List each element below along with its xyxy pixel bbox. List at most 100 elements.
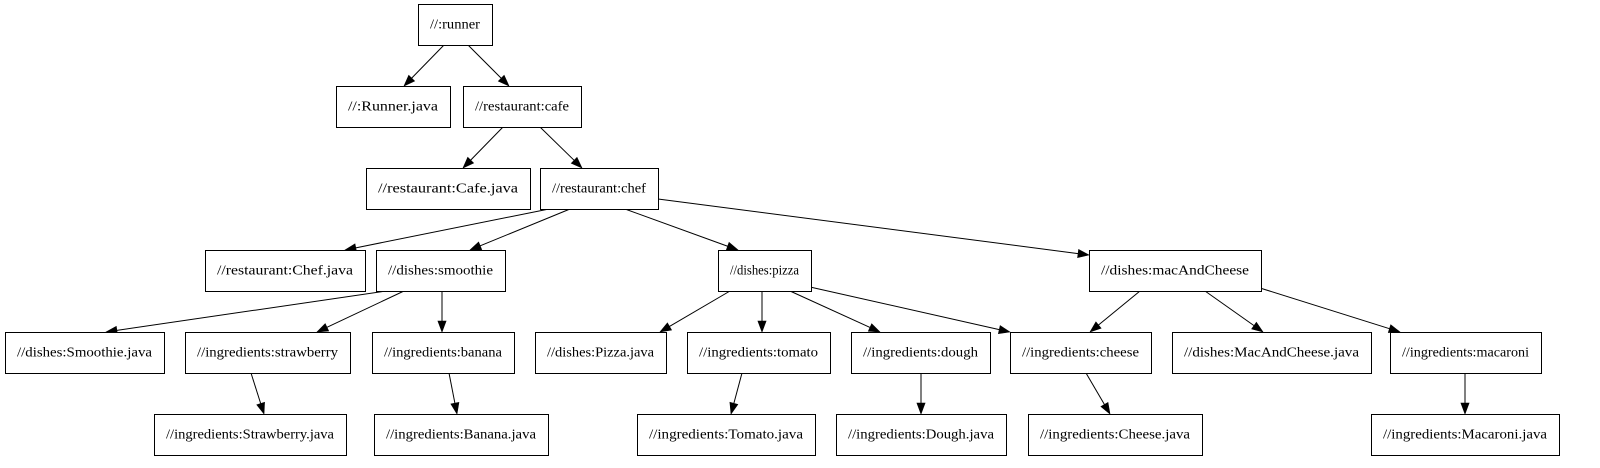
- graph-edge: [1204, 290, 1264, 333]
- node-box[interactable]: [376, 250, 506, 292]
- edge-line: [1204, 290, 1255, 327]
- graph-node-restaurant_cafe[interactable]: //restaurant:cafe: [463, 86, 582, 128]
- node-box[interactable]: [718, 250, 812, 292]
- node-box[interactable]: [205, 250, 366, 292]
- edge-arrowhead-icon: [403, 74, 416, 87]
- node-box[interactable]: [1371, 414, 1560, 456]
- edge-arrowhead-icon: [316, 323, 330, 333]
- node-box[interactable]: [1390, 332, 1542, 374]
- graph-node-ing_banana[interactable]: //ingredients:banana: [372, 332, 515, 374]
- graph-edge: [659, 290, 731, 333]
- graph-node-ing_strawberry[interactable]: //ingredients:strawberry: [185, 332, 351, 374]
- graph-node-macaroni_java[interactable]: //ingredients:Macaroni.java: [1371, 414, 1560, 456]
- graph-edge: [1259, 287, 1401, 333]
- graph-edge: [403, 44, 445, 87]
- node-box[interactable]: [1028, 414, 1203, 456]
- edge-line: [1085, 372, 1105, 405]
- edge-arrowhead-icon: [1077, 249, 1090, 259]
- graph-edge: [437, 291, 447, 333]
- edge-line: [467, 44, 502, 79]
- edge-arrowhead-icon: [256, 401, 265, 415]
- graph-node-ing_tomato[interactable]: //ingredients:tomato: [687, 332, 831, 374]
- edge-line: [809, 286, 1000, 331]
- edges-layer: [105, 44, 1470, 415]
- node-box[interactable]: [687, 332, 831, 374]
- edge-line: [1098, 290, 1141, 326]
- graph-node-runner[interactable]: //:runner: [418, 4, 493, 46]
- node-box[interactable]: [1010, 332, 1152, 374]
- node-box[interactable]: [5, 332, 165, 374]
- node-box[interactable]: [366, 168, 531, 210]
- edge-arrowhead-icon: [916, 402, 926, 415]
- edge-arrowhead-icon: [1100, 401, 1111, 415]
- graph-edge: [789, 290, 881, 333]
- node-box[interactable]: [336, 86, 451, 128]
- graph-edge: [1085, 372, 1111, 415]
- graph-edge: [657, 198, 1090, 259]
- node-box[interactable]: [463, 86, 582, 128]
- graph-node-dishes_smoothie[interactable]: //dishes:smoothie: [376, 250, 506, 292]
- edge-arrowhead-icon: [725, 241, 739, 251]
- graph-node-smoothie_java[interactable]: //dishes:Smoothie.java: [5, 332, 165, 374]
- edge-line: [116, 290, 387, 331]
- graph-node-cafe_java[interactable]: //restaurant:Cafe.java: [366, 168, 531, 210]
- edge-line: [1259, 287, 1390, 330]
- graph-edge: [448, 372, 460, 415]
- graph-edge: [462, 126, 504, 169]
- nodes-layer: //:runner //:Runner.java //restaurant:cafe…: [5, 4, 1560, 456]
- graph-node-ing_macaroni[interactable]: //ingredients:macaroni: [1390, 332, 1542, 374]
- node-box[interactable]: [836, 414, 1007, 456]
- edge-line: [733, 372, 743, 404]
- graph-edge: [539, 126, 583, 169]
- edge-line: [624, 208, 728, 247]
- graph-node-dishes_macncheese[interactable]: //dishes:macAndCheese: [1089, 250, 1262, 292]
- graph-edge: [1089, 290, 1141, 333]
- graph-node-dough_java[interactable]: //ingredients:Dough.java: [836, 414, 1007, 456]
- edge-arrowhead-icon: [757, 320, 767, 333]
- node-box[interactable]: [372, 332, 515, 374]
- edge-line: [326, 290, 405, 328]
- graph-node-cheese_java[interactable]: //ingredients:Cheese.java: [1028, 414, 1203, 456]
- edge-line: [448, 372, 456, 404]
- edge-arrowhead-icon: [437, 320, 447, 333]
- graph-node-ing_dough[interactable]: //ingredients:dough: [851, 332, 991, 374]
- node-box[interactable]: [1089, 250, 1262, 292]
- graph-edge: [1460, 373, 1470, 415]
- node-box[interactable]: [540, 168, 659, 210]
- edge-arrowhead-icon: [469, 241, 483, 251]
- edge-arrowhead-icon: [867, 323, 881, 333]
- graph-node-dishes_pizza[interactable]: //dishes:pizza: [718, 250, 812, 292]
- node-box[interactable]: [637, 414, 816, 456]
- graph-node-runner_java[interactable]: //:Runner.java: [336, 86, 451, 128]
- edge-arrowhead-icon: [1251, 321, 1264, 333]
- node-box[interactable]: [851, 332, 991, 374]
- graph-edge: [624, 208, 739, 251]
- edge-line: [250, 372, 262, 404]
- graph-node-pizza_java[interactable]: //dishes:Pizza.java: [535, 332, 667, 374]
- edge-arrowhead-icon: [729, 401, 739, 415]
- graph-node-restaurant_chef[interactable]: //restaurant:chef: [540, 168, 659, 210]
- graph-node-chef_java[interactable]: //restaurant:Chef.java: [205, 250, 366, 292]
- edge-line: [479, 208, 571, 247]
- edge-line: [470, 126, 504, 161]
- graph-node-strawberry_java[interactable]: //ingredients:Strawberry.java: [154, 414, 347, 456]
- node-box[interactable]: [535, 332, 667, 374]
- node-box[interactable]: [1172, 332, 1372, 374]
- node-box[interactable]: [374, 414, 549, 456]
- graph-edge: [809, 286, 1011, 334]
- node-box[interactable]: [185, 332, 351, 374]
- edge-line: [657, 198, 1079, 255]
- graph-edge: [467, 44, 510, 87]
- node-box[interactable]: [154, 414, 347, 456]
- graph-node-macncheese_java[interactable]: //dishes:MacAndCheese.java: [1172, 332, 1372, 374]
- graph-node-tomato_java[interactable]: //ingredients:Tomato.java: [637, 414, 816, 456]
- graph-node-banana_java[interactable]: //ingredients:Banana.java: [374, 414, 549, 456]
- graph-edge: [469, 208, 571, 251]
- graph-edge: [757, 291, 767, 333]
- graph-edge: [916, 373, 926, 415]
- node-box[interactable]: [418, 4, 493, 46]
- edge-arrowhead-icon: [450, 402, 460, 415]
- edge-arrowhead-icon: [659, 322, 673, 333]
- graph-node-ing_cheese[interactable]: //ingredients:cheese: [1010, 332, 1152, 374]
